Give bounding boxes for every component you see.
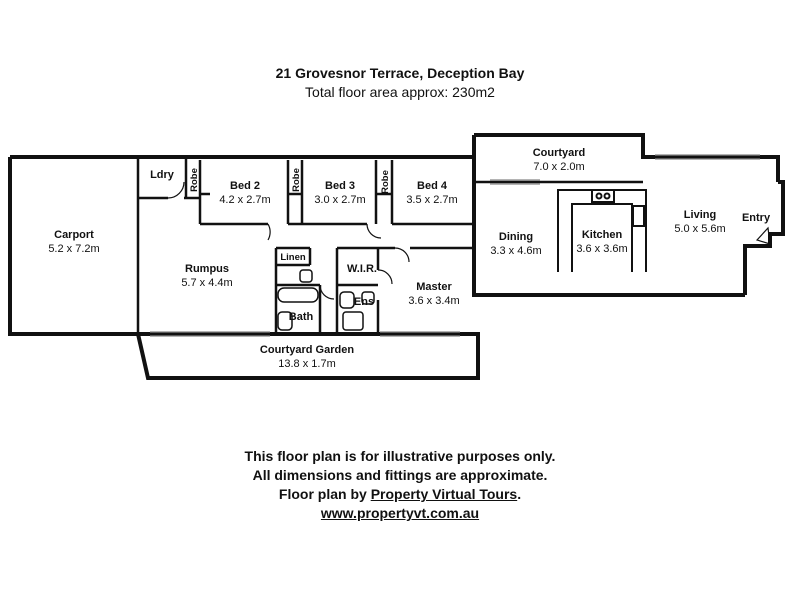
disclaimer-line-3: Floor plan by Property Virtual Tours. — [0, 485, 800, 504]
bath-name: Bath — [289, 311, 314, 323]
rumpus-name: Rumpus — [185, 263, 229, 275]
living-name: Living — [684, 209, 716, 221]
courtyard-garden-name: Courtyard Garden — [260, 344, 354, 356]
bed3-dims: 3.0 x 2.7m — [314, 194, 365, 206]
bed3-name: Bed 3 — [325, 180, 355, 192]
ensuite-name: Ens — [354, 296, 374, 308]
bathroom-fixtures — [277, 269, 375, 331]
kitchen-dims: 3.6 x 3.6m — [576, 243, 627, 255]
wir-name: W.I.R. — [347, 263, 377, 275]
property-virtual-tours-link[interactable]: Property Virtual Tours — [370, 486, 518, 502]
robe-3-name: Robe — [380, 170, 391, 194]
dining-dims: 3.3 x 4.6m — [490, 245, 541, 257]
master-dims: 3.6 x 3.4m — [408, 295, 459, 307]
disclaimer-line-1: This floor plan is for illustrative purp… — [244, 448, 556, 464]
master-name: Master — [416, 281, 452, 293]
bed2-name: Bed 2 — [230, 180, 260, 192]
property-address: 21 Grovesnor Terrace, Deception Bay — [275, 65, 525, 81]
interior-walls — [136, 157, 643, 334]
windows — [150, 154, 760, 337]
kitchen-name: Kitchen — [582, 229, 623, 241]
carport-dims: 5.2 x 7.2m — [48, 243, 99, 255]
bed4-name: Bed 4 — [417, 180, 448, 192]
bed4-dims: 3.5 x 2.7m — [406, 194, 457, 206]
courtyard-garden-dims: 13.8 x 1.7m — [278, 358, 335, 370]
website-link[interactable]: www.propertyvt.com.au — [320, 505, 480, 521]
plan-header: 21 Grovesnor Terrace, Deception Bay Tota… — [0, 64, 800, 102]
carport-name: Carport — [54, 229, 94, 241]
courtyard-name: Courtyard — [533, 147, 586, 159]
courtyard-dims: 7.0 x 2.0m — [533, 161, 584, 173]
disclaimer-line-2: All dimensions and fittings are approxim… — [252, 467, 548, 483]
bed2-dims: 4.2 x 2.7m — [219, 194, 270, 206]
kitchen-bench — [557, 189, 647, 272]
robe-1-name: Robe — [189, 168, 200, 192]
entry-name: Entry — [742, 212, 771, 224]
door-swings — [167, 181, 771, 300]
robe-2-name: Robe — [291, 168, 302, 192]
disclaimer: This floor plan is for illustrative purp… — [0, 447, 800, 523]
living-dims: 5.0 x 5.6m — [674, 223, 725, 235]
rumpus-dims: 5.7 x 4.4m — [181, 277, 232, 289]
linen-name: Linen — [280, 252, 306, 263]
exterior-walls — [8, 133, 785, 380]
room-labels: Carport 5.2 x 7.2m Ldry Robe Bed 2 4.2 x… — [48, 147, 771, 370]
laundry-name: Ldry — [150, 169, 175, 181]
credit-prefix: Floor plan by — [278, 486, 371, 502]
credit-suffix: . — [517, 486, 522, 502]
total-floor-area: Total floor area approx: 230m2 — [305, 84, 495, 100]
dining-name: Dining — [499, 231, 533, 243]
